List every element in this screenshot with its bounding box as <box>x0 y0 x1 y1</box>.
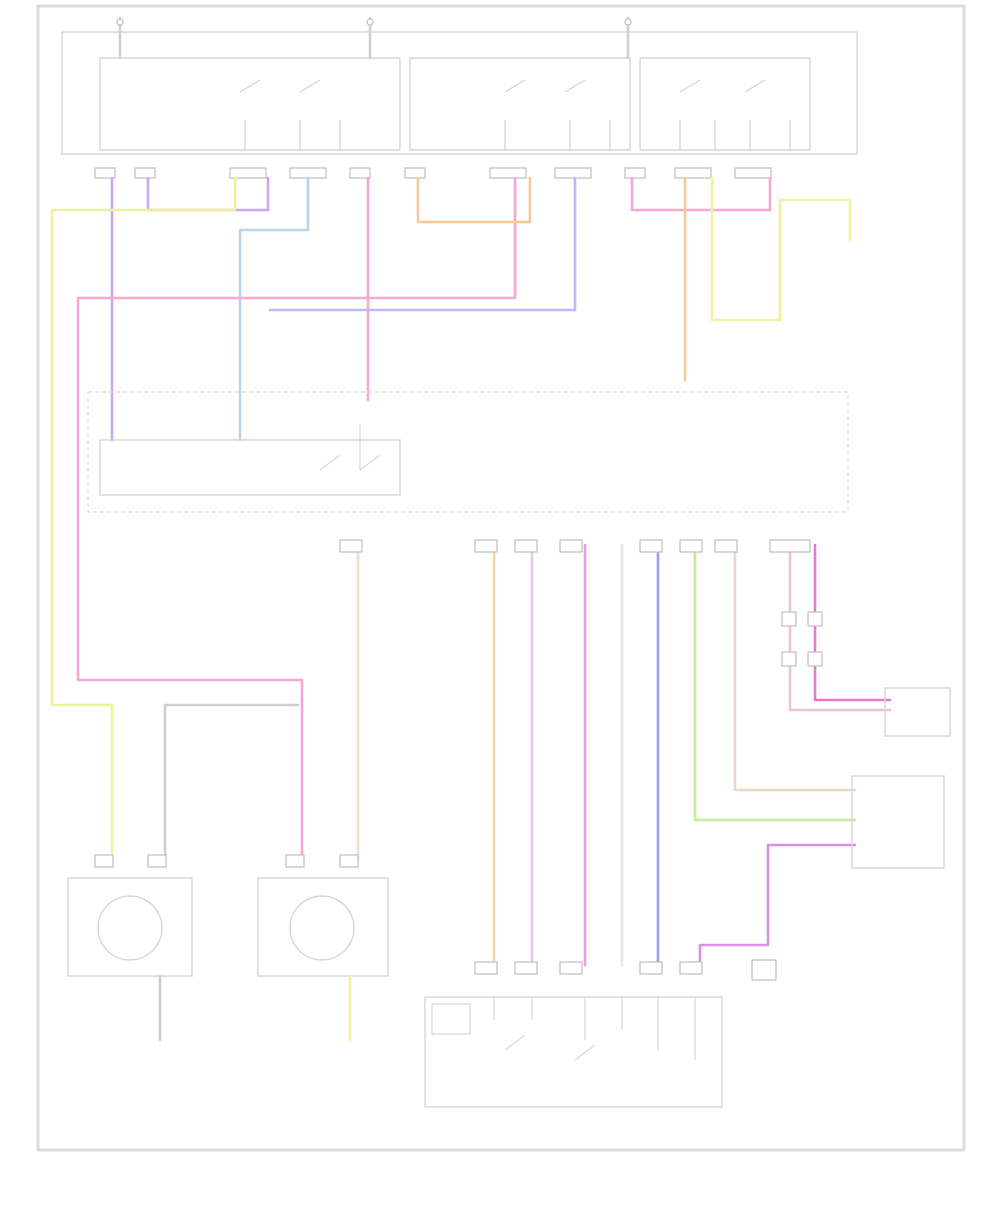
actuator-right <box>257 854 389 977</box>
top-module <box>61 31 858 155</box>
wire-yellow-left <box>50 176 237 862</box>
ground-leads <box>158 974 352 1042</box>
wire-gray-left <box>163 703 300 862</box>
switch-block <box>424 961 723 1108</box>
wire-tan-v <box>733 543 857 792</box>
wire-green-v <box>693 543 857 822</box>
wires <box>50 176 892 967</box>
control-module <box>87 391 849 513</box>
inline-connector-right <box>781 611 823 667</box>
wire-yellowgreen <box>710 176 852 322</box>
top-module-switches <box>239 79 791 150</box>
wire-orange <box>416 176 532 224</box>
actuator-left <box>67 854 193 977</box>
lower-connectors <box>339 539 811 553</box>
wire-magenta-h <box>813 543 892 702</box>
wire-magenta-hook <box>698 843 857 967</box>
diagram-frame <box>36 4 966 1152</box>
wire-violet-loop <box>146 176 270 212</box>
relay-right-top <box>884 687 951 737</box>
relay-right-bottom <box>851 775 945 869</box>
feed-lines <box>116 16 632 60</box>
wire-pink-right <box>630 176 772 212</box>
top-connectors <box>94 167 772 179</box>
wire-lavender <box>268 176 577 312</box>
ground-symbol <box>751 959 777 981</box>
wire-pink <box>76 176 517 862</box>
wire-pink-h <box>788 543 892 712</box>
wire-blue <box>238 176 310 442</box>
